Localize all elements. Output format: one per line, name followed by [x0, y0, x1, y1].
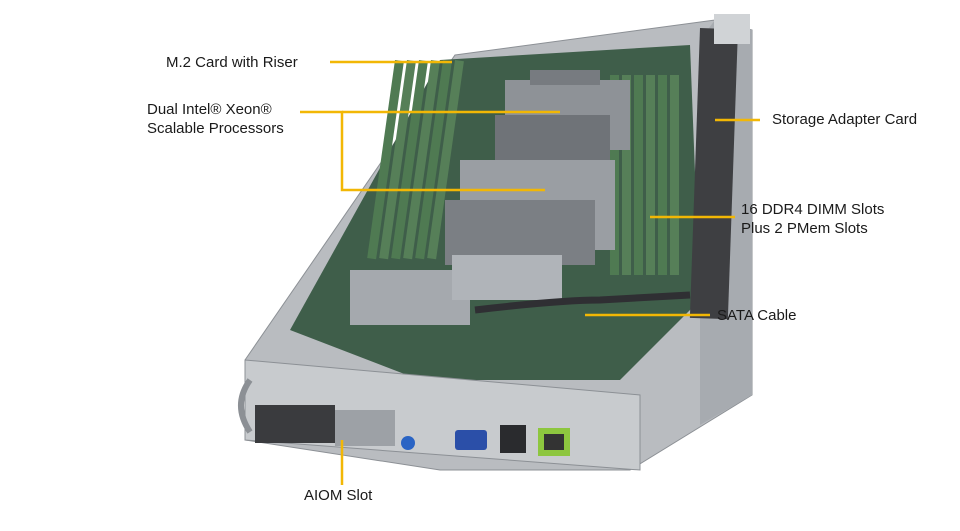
chipset-heatsink: [350, 270, 470, 325]
cpu-heatsink-1: [495, 70, 630, 165]
usb-ports: [500, 425, 526, 453]
dimm-bank-left: [367, 59, 464, 260]
label-storage-adapter: Storage Adapter Card: [772, 110, 917, 129]
label-sata-cable-text: SATA Cable: [717, 307, 797, 324]
lan-port-socket: [544, 434, 564, 450]
label-cpu-line2: Scalable Processors: [147, 120, 284, 137]
label-storage-adapter-text: Storage Adapter Card: [772, 111, 918, 128]
vrm-heatsink: [452, 255, 562, 300]
vga-port: [455, 430, 487, 450]
cpu-heatsink-2: [445, 160, 615, 265]
label-m2-card-text: M.2 Card with Riser: [166, 54, 298, 71]
storage-adapter-bracket: [714, 14, 750, 44]
blue-thumbscrew: [401, 436, 415, 450]
label-dimm: 16 DDR4 DIMM Slots Plus 2 PMem Slots: [741, 200, 884, 238]
label-aiom-slot: AIOM Slot: [304, 486, 372, 505]
aiom-slot: [255, 405, 335, 443]
aiom-slot-vent: [335, 410, 395, 446]
storage-adapter-card: [689, 28, 738, 320]
callout-line-cpu: [300, 110, 545, 192]
callout-lines: [300, 60, 760, 485]
label-dimm-line2: Plus 2 PMem Slots: [741, 220, 868, 237]
label-cpu: Dual Intel® Xeon® Scalable Processors: [147, 100, 284, 138]
label-aiom-slot-text: AIOM Slot: [304, 487, 373, 504]
label-m2-card: M.2 Card with Riser: [166, 53, 298, 72]
sata-cable: [474, 291, 691, 314]
pull-handle: [238, 378, 253, 434]
label-dimm-line1: 16 DDR4 DIMM Slots: [741, 201, 885, 218]
label-sata-cable: SATA Cable: [717, 306, 796, 325]
label-cpu-line1: Dual Intel® Xeon®: [147, 101, 272, 118]
